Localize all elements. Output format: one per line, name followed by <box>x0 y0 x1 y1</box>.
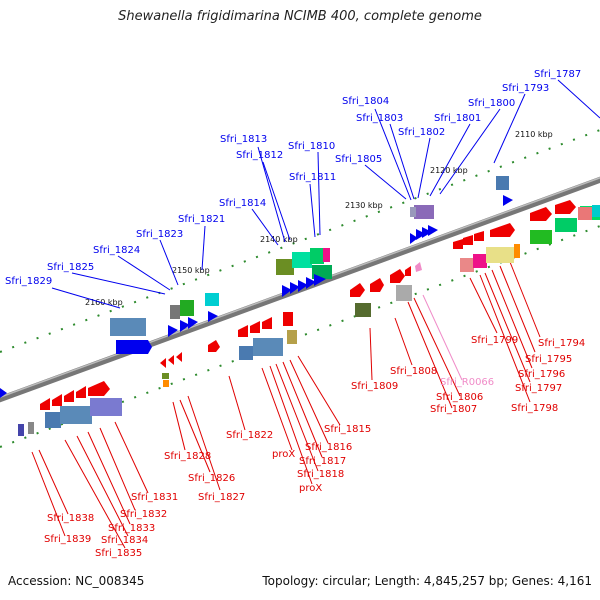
gene-label-reverse: Sfri_1839 <box>44 534 91 545</box>
topology-label: Topology: circular; Length: 4,845,257 bp… <box>262 574 592 588</box>
gene-label-forward: Sfri_1823 <box>136 229 183 240</box>
gene-label-forward: Sfri_1811 <box>289 172 336 183</box>
gene-label-reverse: Sfri_1827 <box>198 492 245 503</box>
gene-label-reverse: Sfri_1833 <box>108 523 155 534</box>
gene-label-reverse: Sfri_1835 <box>95 548 142 559</box>
gene-label-forward: Sfri_1802 <box>398 127 445 138</box>
gene-label-reverse: Sfri_1795 <box>525 354 572 365</box>
gene-label-reverse: Sfri_1822 <box>226 430 273 441</box>
kbp-label: 2120 kbp <box>430 166 468 175</box>
kbp-label: 2160 kbp <box>85 298 123 307</box>
gene-label-forward: Sfri_1829 <box>5 276 52 287</box>
callout-lines-top <box>51 79 600 309</box>
callout-line-rna <box>422 294 463 381</box>
gene-label-forward: Sfri_1814 <box>219 198 266 209</box>
gene-label-reverse: Sfri_1796 <box>518 369 565 380</box>
gene-label-forward: Sfri_1801 <box>434 113 481 124</box>
kbp-label: 2150 kbp <box>172 266 210 275</box>
callout-lines-bottom <box>31 261 541 549</box>
gene-label-reverse: Sfri_1798 <box>511 403 558 414</box>
gene-label-forward: Sfri_1812 <box>236 150 283 161</box>
gene-label-reverse: proX <box>299 483 322 494</box>
kbp-label: 2130 kbp <box>345 201 383 210</box>
gene-label-reverse: Sfri_1809 <box>351 381 398 392</box>
gene-label-forward: Sfri_1824 <box>93 245 140 256</box>
reverse-gene-features <box>18 200 600 436</box>
accession-label: Accession: NC_008345 <box>8 574 145 588</box>
gene-label-reverse: Sfri_1834 <box>101 535 148 546</box>
gene-label-forward: Sfri_1804 <box>342 96 389 107</box>
gene-label-reverse: Sfri_1799 <box>471 335 518 346</box>
gene-label-reverse: Sfri_1826 <box>188 473 235 484</box>
gene-label-forward: Sfri_1787 <box>534 69 581 80</box>
gene-label-reverse: Sfri_1832 <box>120 509 167 520</box>
map-title: Shewanella frigidimarina NCIMB 400, comp… <box>118 9 482 24</box>
gene-label-reverse: Sfri_1817 <box>299 456 346 467</box>
kbp-label: 2140 kbp <box>260 235 298 244</box>
gene-label-reverse: Sfri_1818 <box>297 469 344 480</box>
gene-label-forward: Sfri_1803 <box>356 113 403 124</box>
gene-label-forward: Sfri_1793 <box>502 83 549 94</box>
kbp-label: 2110 kbp <box>515 130 553 139</box>
gene-label-forward: Sfri_1813 <box>220 134 267 145</box>
gene-label-reverse: Sfri_1828 <box>164 451 211 462</box>
gene-label-reverse: proX <box>272 449 295 460</box>
gene-label-reverse: Sfri_1807 <box>430 404 477 415</box>
tick-track-upper <box>0 129 600 353</box>
gene-label-reverse: Sfri_1794 <box>538 338 585 349</box>
gene-label-reverse: Sfri_1797 <box>515 383 562 394</box>
gene-label-reverse: Sfri_1838 <box>47 513 94 524</box>
gene-label-rna: Sfri_R0066 <box>440 377 494 388</box>
gene-label-forward: Sfri_1821 <box>178 214 225 225</box>
gene-label-reverse: Sfri_1806 <box>436 392 483 403</box>
gene-label-forward: Sfri_1810 <box>288 141 335 152</box>
gene-label-reverse: Sfri_1831 <box>131 492 178 503</box>
gene-label-reverse: Sfri_1816 <box>305 442 352 453</box>
gene-label-reverse: Sfri_1808 <box>390 366 437 377</box>
gene-label-forward: Sfri_1805 <box>335 154 382 165</box>
gene-label-reverse: Sfri_1815 <box>324 424 371 435</box>
gene-label-forward: Sfri_1825 <box>47 262 94 273</box>
gene-label-forward: Sfri_1800 <box>468 98 515 109</box>
